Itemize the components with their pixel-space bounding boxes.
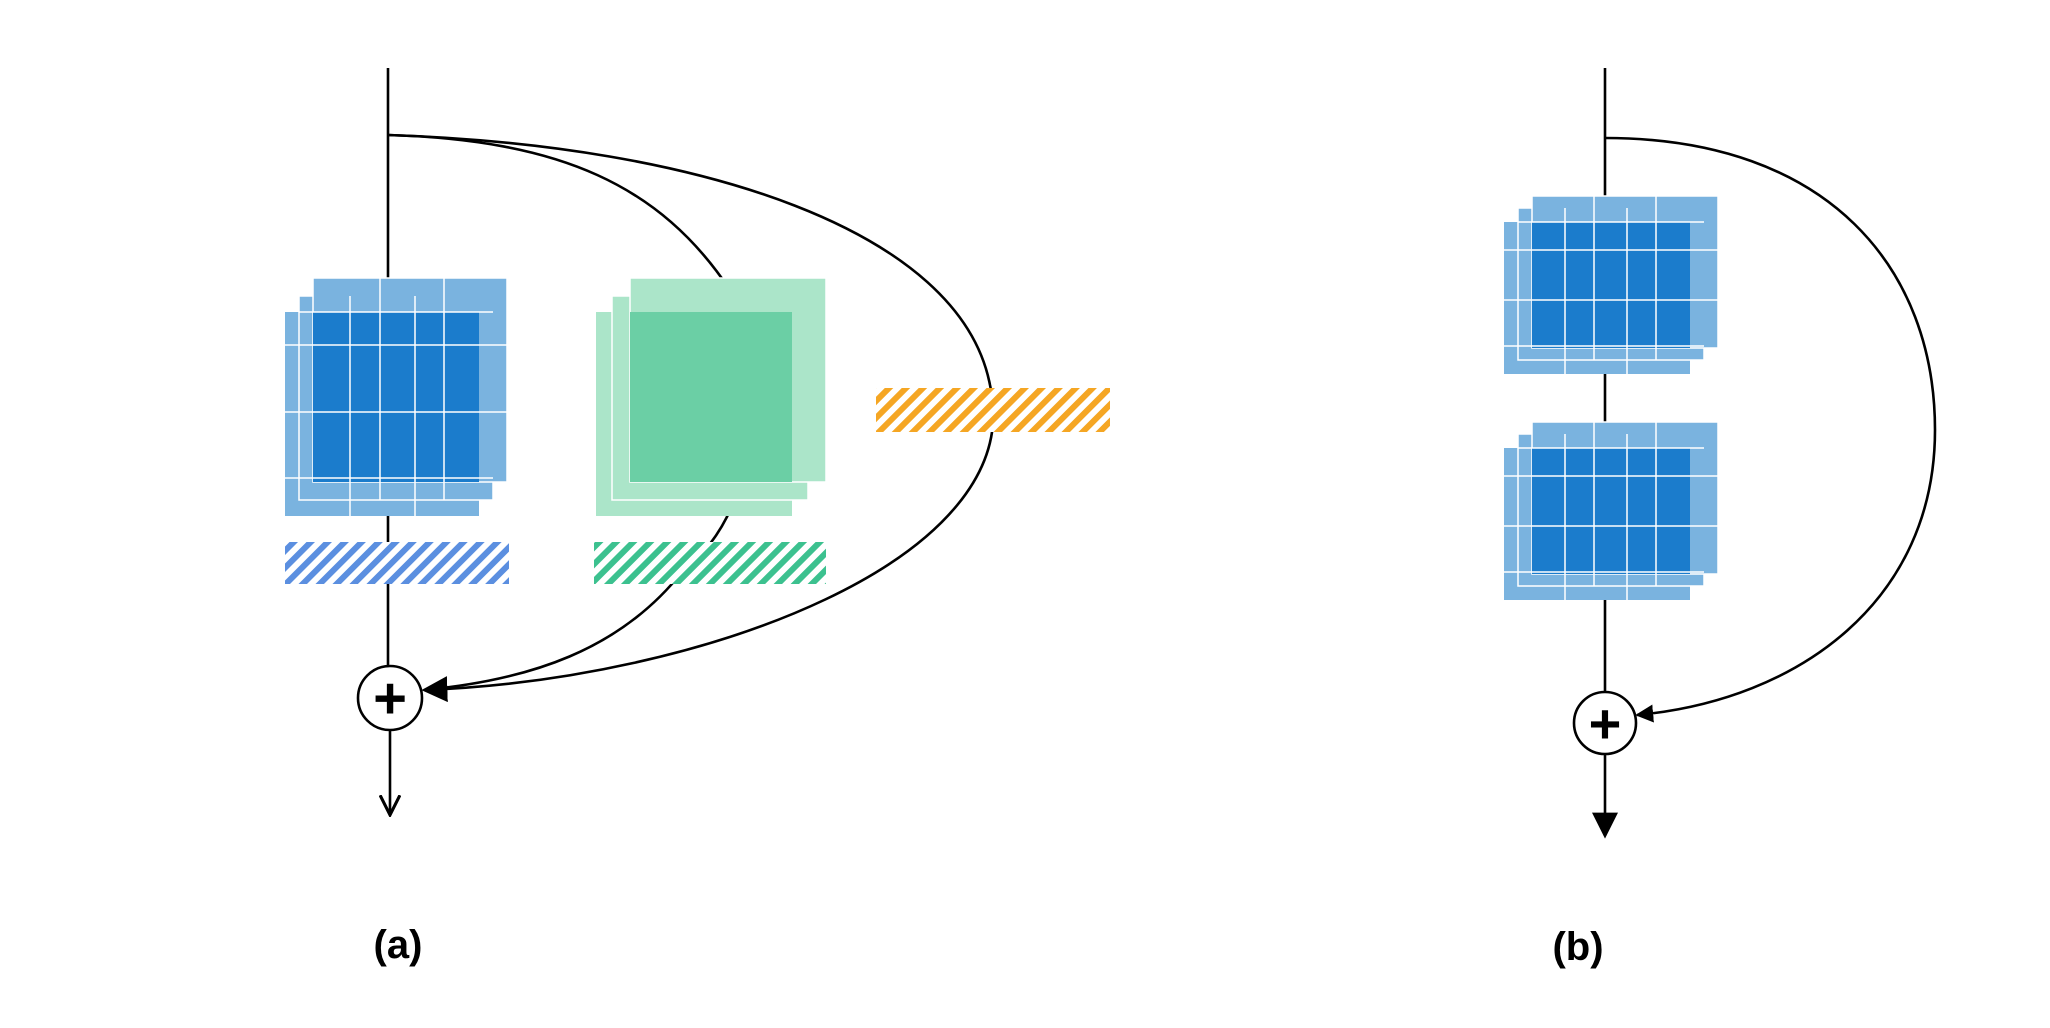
skip-connection-b [1604,136,1937,723]
orange-norm-bar-a [876,388,1110,432]
sum-node-b: + [1572,690,1638,756]
blue-conv-stack-b-lower [1504,421,1719,600]
blue-norm-bar-a [285,542,509,584]
circled-plus-icon: + [1589,692,1622,755]
panel-label-b: (b) [1552,925,1603,969]
panel-b: + (b) [1504,68,1937,969]
circled-plus-icon: + [373,666,407,731]
sum-node-a: + [356,664,424,732]
blue-conv-stack-a [285,277,508,516]
green-norm-bar-a [594,542,826,584]
green-conv-stack-a [596,277,827,516]
blue-conv-stack-b-upper [1504,195,1719,374]
panel-label-a: (a) [374,923,423,967]
panel-a: + (a) [285,68,1110,967]
skip-connection-outer [387,133,995,703]
